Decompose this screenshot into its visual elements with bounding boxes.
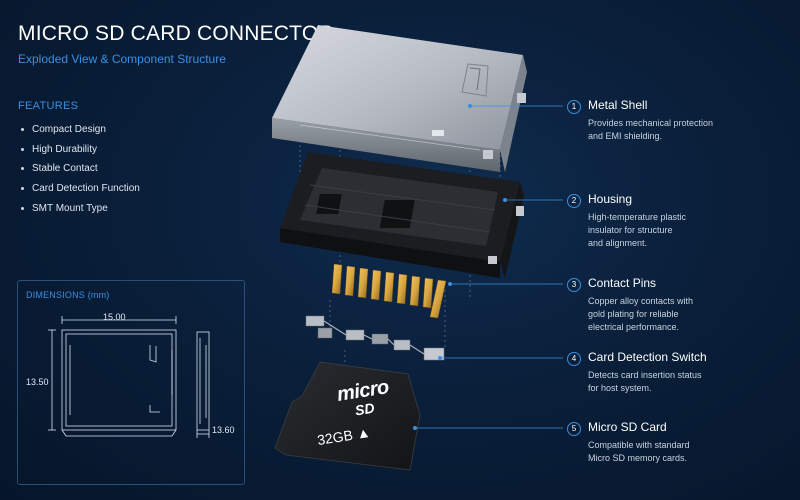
bullet-icon <box>21 167 24 171</box>
callout-title: Micro SD Card <box>588 420 667 434</box>
callout-desc-line: Compatible with standard <box>588 440 690 450</box>
callout-desc-line: gold plating for reliable <box>588 309 679 319</box>
feature-item: Stable Contact <box>18 159 140 179</box>
feature-label: SMT Mount Type <box>32 202 108 214</box>
feature-item: SMT Mount Type <box>18 198 140 218</box>
callout-number: 5 <box>567 422 581 436</box>
callout-number: 1 <box>567 100 581 114</box>
bullet-icon <box>21 187 24 191</box>
callout-desc-line: for host system. <box>588 383 652 393</box>
bullet-icon <box>21 147 24 151</box>
callout-description: Detects card insertion status for host s… <box>588 369 738 395</box>
callout-desc-line: and EMI shielding. <box>588 131 663 141</box>
callout-number: 3 <box>567 278 581 292</box>
dimensions-heading: DIMENSIONS (mm) <box>26 290 110 300</box>
dimension-drawing-front <box>48 316 177 437</box>
callout-desc-line: Micro SD memory cards. <box>588 453 688 463</box>
callout-number: 2 <box>567 194 581 208</box>
features-list: Compact Design High Durability Stable Co… <box>18 120 140 218</box>
callout-desc-line: Detects card insertion status <box>588 370 702 380</box>
page-title: MICRO SD CARD CONNECTOR <box>18 22 334 45</box>
dimension-drawing-side <box>196 331 210 438</box>
metal-shell-part <box>272 25 527 172</box>
feature-item: High Durability <box>18 140 140 160</box>
callout-description: High-temperature plastic insulator for s… <box>588 211 738 250</box>
feature-label: High Durability <box>32 143 98 155</box>
callout-title: Housing <box>588 192 633 206</box>
contact-pins-part <box>331 263 447 319</box>
features-heading: FEATURES <box>18 100 79 112</box>
micro-sd-card-part <box>274 361 421 471</box>
callout-desc-line: and alignment. <box>588 238 648 248</box>
page-subtitle: Exploded View & Component Structure <box>18 52 226 66</box>
dimension-width: 15.00 <box>103 312 126 322</box>
callout-description: Copper alloy contacts with gold plating … <box>588 295 738 334</box>
feature-label: Compact Design <box>32 124 106 136</box>
callout-description: Compatible with standard Micro SD memory… <box>588 439 738 465</box>
feature-label: Card Detection Function <box>32 183 140 195</box>
feature-item: Card Detection Function <box>18 179 140 199</box>
callout-title: Card Detection Switch <box>588 350 707 364</box>
callout-desc-line: Copper alloy contacts with <box>588 296 694 306</box>
callout-desc-line: High-temperature plastic <box>588 212 687 222</box>
feature-label: Stable Contact <box>32 163 98 175</box>
callout-desc-line: insulator for structure <box>588 225 673 235</box>
dimension-height: 13.50 <box>26 377 49 387</box>
dimension-depth: 13.60 <box>212 425 235 435</box>
bullet-icon <box>21 128 24 132</box>
leader-lines <box>412 104 563 430</box>
callout-description: Provides mechanical protection and EMI s… <box>588 117 738 143</box>
card-detection-switch-part <box>305 315 445 361</box>
feature-item: Compact Design <box>18 120 140 140</box>
callout-desc-line: electrical performance. <box>588 322 680 332</box>
callout-desc-line: Provides mechanical protection <box>588 118 714 128</box>
bullet-icon <box>21 206 24 210</box>
callout-number: 4 <box>567 352 581 366</box>
callout-title: Metal Shell <box>588 98 648 112</box>
dimensions-panel <box>17 280 245 485</box>
card-sd-logo: SD <box>353 399 376 419</box>
callout-title: Contact Pins <box>588 276 657 290</box>
housing-part <box>280 152 524 278</box>
